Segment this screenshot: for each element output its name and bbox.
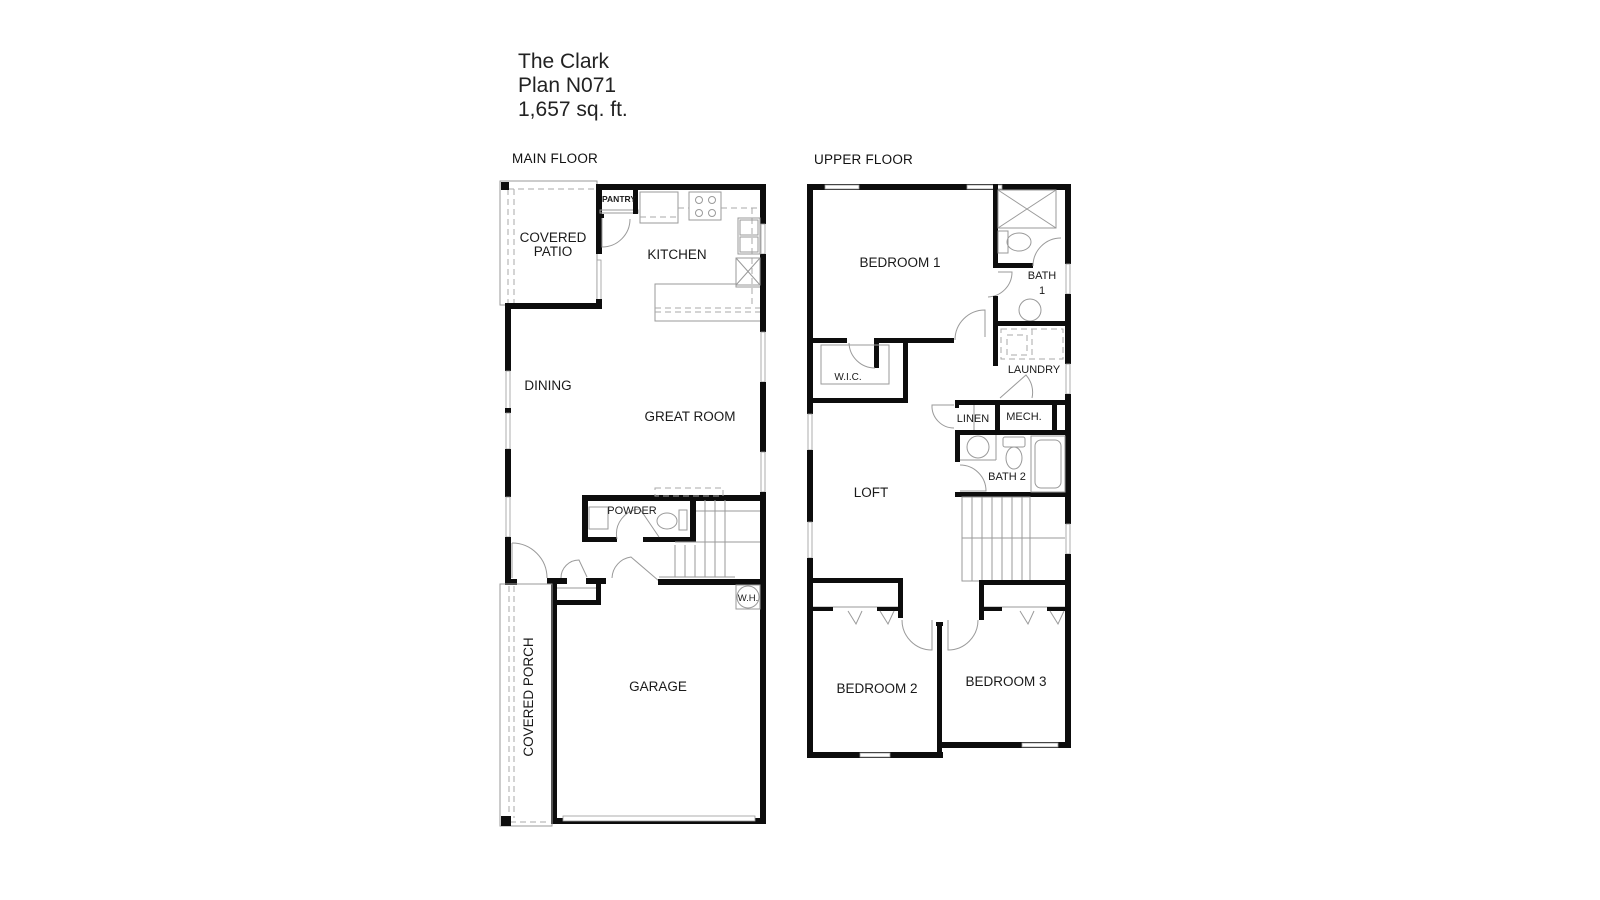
main-floor-plan — [499, 180, 766, 827]
plan-area: 1,657 sq. ft. — [518, 98, 628, 121]
label-bedroom-1: BEDROOM 1 — [859, 255, 940, 270]
plan-name: The Clark — [518, 50, 610, 73]
label-kitchen: KITCHEN — [647, 247, 706, 262]
main-floor-label: MAIN FLOOR — [512, 151, 599, 166]
label-bath-2: BATH 2 — [988, 471, 1026, 483]
covered-porch — [499, 583, 553, 827]
label-pantry: PANTRY — [602, 194, 636, 204]
main-stairs — [654, 487, 760, 578]
label-great-room: GREAT ROOM — [644, 409, 735, 424]
label-powder: POWDER — [607, 505, 657, 517]
label-covered-porch: COVERED PORCH — [521, 637, 536, 756]
label-bath-1: BATH — [1028, 270, 1057, 282]
label-wic: W.I.C. — [834, 372, 861, 383]
label-bath-1-number: 1 — [1039, 285, 1045, 297]
label-bedroom-3: BEDROOM 3 — [965, 674, 1046, 689]
label-covered-patio-2: PATIO — [534, 244, 573, 259]
upper-floor-plan — [807, 184, 1071, 758]
upper-stairs — [961, 496, 1065, 582]
label-linen: LINEN — [957, 413, 989, 425]
upper-floor-label: UPPER FLOOR — [814, 152, 913, 167]
plan-title-block: The Clark Plan N071 1,657 sq. ft. — [518, 50, 628, 122]
label-water-heater: W.H. — [738, 593, 759, 604]
label-bedroom-2: BEDROOM 2 — [836, 681, 917, 696]
label-garage: GARAGE — [629, 679, 687, 694]
label-covered-patio: COVERED — [520, 230, 587, 245]
label-loft: LOFT — [854, 485, 889, 500]
label-dining: DINING — [524, 378, 571, 393]
plan-number: Plan N071 — [518, 74, 617, 97]
label-laundry: LAUNDRY — [1008, 364, 1061, 376]
label-mech: MECH. — [1006, 411, 1041, 423]
